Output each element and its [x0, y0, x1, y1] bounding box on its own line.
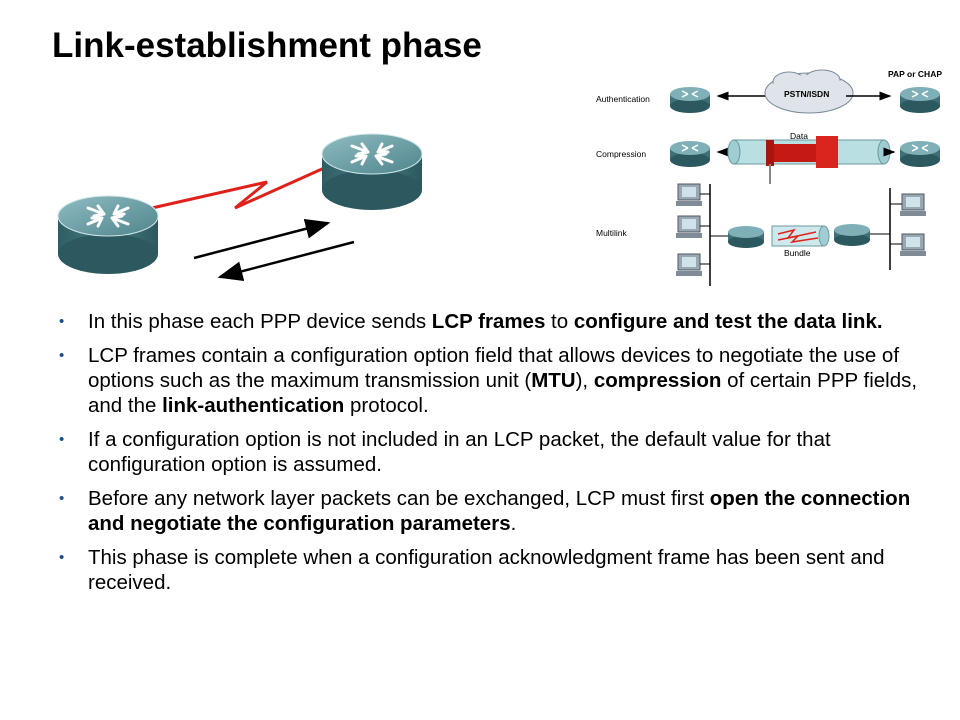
ppp-link-diagram: [57, 133, 423, 281]
row-label-multilink: Multilink: [596, 228, 627, 238]
bullet-dot-icon: •: [59, 347, 65, 364]
workstation-icon: [900, 233, 926, 256]
bullet-item: • Before any network layer packets can b…: [59, 487, 911, 535]
data-label: Data: [790, 131, 808, 141]
router-icon: [670, 141, 710, 167]
router-icon: [670, 87, 710, 113]
bullet-list: • In this phase each PPP device sends LC…: [56, 309, 936, 604]
workstation-icon: [676, 183, 702, 206]
router-icon: [57, 195, 159, 274]
router-icon: [900, 87, 940, 113]
bullet-dot-icon: •: [59, 431, 65, 448]
router-icon: [728, 226, 764, 248]
bullet-item: • In this phase each PPP device sends LC…: [59, 310, 883, 333]
bullet-item: • This phase is complete when a configur…: [59, 546, 885, 594]
bullet-item: • If a configuration option is not inclu…: [59, 428, 831, 476]
arrow-right: [193, 219, 331, 260]
vise-icon: [766, 136, 838, 184]
workstation-icon: [900, 193, 926, 216]
row-label-compression: Compression: [596, 149, 646, 159]
row-label-authentication: Authentication: [596, 94, 650, 104]
bullet-dot-icon: •: [59, 313, 65, 330]
serial-link-line: [151, 158, 343, 210]
arrow-left: [217, 240, 355, 281]
router-icon: [900, 141, 940, 167]
ppp-options-diagram: Authentication Compression Multilink PST…: [596, 69, 942, 286]
bullet-item: • LCP frames contain a configuration opt…: [59, 344, 918, 417]
bullet-dot-icon: •: [59, 549, 65, 566]
workstation-icon: [676, 253, 702, 276]
cloud-label: PSTN/ISDN: [784, 89, 829, 99]
slide-title: Link-establishment phase: [52, 26, 482, 65]
bundle-label: Bundle: [784, 248, 811, 258]
bullet-dot-icon: •: [59, 490, 65, 507]
router-icon: [321, 133, 423, 210]
cloud-icon: [764, 69, 854, 114]
router-icon: [834, 224, 870, 246]
pap-chap-label: PAP or CHAP: [888, 69, 942, 79]
workstation-icon: [676, 215, 702, 238]
